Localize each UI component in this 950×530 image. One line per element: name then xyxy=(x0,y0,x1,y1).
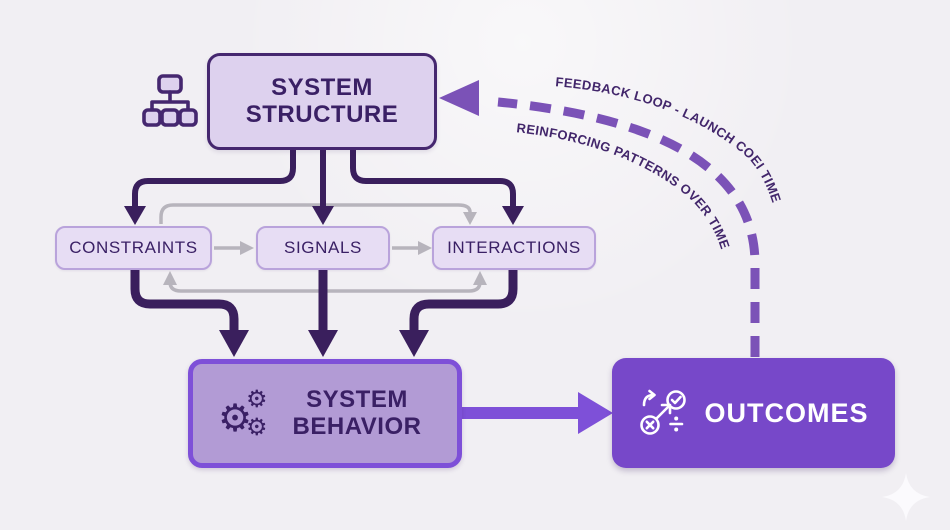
node-system-behavior: ⚙⚙⚙ SYSTEM BEHAVIOR xyxy=(188,359,462,468)
arrowhead xyxy=(312,206,334,225)
node-label: OUTCOMES xyxy=(704,397,869,428)
node-outcomes: OUTCOMES xyxy=(612,358,895,468)
arrow-interactions-to-behavior xyxy=(409,270,518,332)
arrow-structure-to-constraints xyxy=(132,150,296,208)
decision-metrics-icon xyxy=(640,389,687,435)
arrowhead xyxy=(399,330,429,357)
feedback-arrowhead xyxy=(439,80,479,116)
node-label: SIGNALS xyxy=(284,238,362,258)
arrowhead xyxy=(240,241,254,255)
behavior-to-outcomes-arrow xyxy=(462,392,613,434)
arrowhead xyxy=(463,212,477,225)
arrowhead xyxy=(418,241,432,255)
node-label: SYSTEM BEHAVIOR xyxy=(292,385,422,440)
node-label: INTERACTIONS xyxy=(447,238,581,258)
arrowhead xyxy=(502,206,524,225)
arrow-constraints-to-behavior xyxy=(130,270,239,332)
row-to-behavior-arrows xyxy=(130,270,518,357)
node-interactions: INTERACTIONS xyxy=(432,226,596,270)
arrow-structure-to-interactions xyxy=(350,150,516,208)
arrowhead xyxy=(219,330,249,357)
arrowhead xyxy=(308,330,338,357)
node-constraints: CONSTRAINTS xyxy=(55,226,212,270)
arrowhead xyxy=(578,392,613,434)
arrowhead xyxy=(124,206,146,225)
node-label: CONSTRAINTS xyxy=(69,238,198,258)
gears-icon: ⚙⚙⚙ xyxy=(218,384,268,441)
arrowhead xyxy=(473,271,487,285)
arrowhead xyxy=(163,271,177,285)
hierarchy-icon xyxy=(142,74,198,127)
sparkle-icon xyxy=(882,473,930,521)
arc-constraints-to-interactions-top xyxy=(159,203,472,224)
node-system-structure: SYSTEM STRUCTURE xyxy=(207,53,437,150)
structure-out-arrows xyxy=(124,150,524,225)
feedback-dashed-path xyxy=(497,97,760,357)
node-signals: SIGNALS xyxy=(256,226,390,270)
feedback-loop xyxy=(439,80,760,357)
node-label: SYSTEM STRUCTURE xyxy=(245,73,399,128)
